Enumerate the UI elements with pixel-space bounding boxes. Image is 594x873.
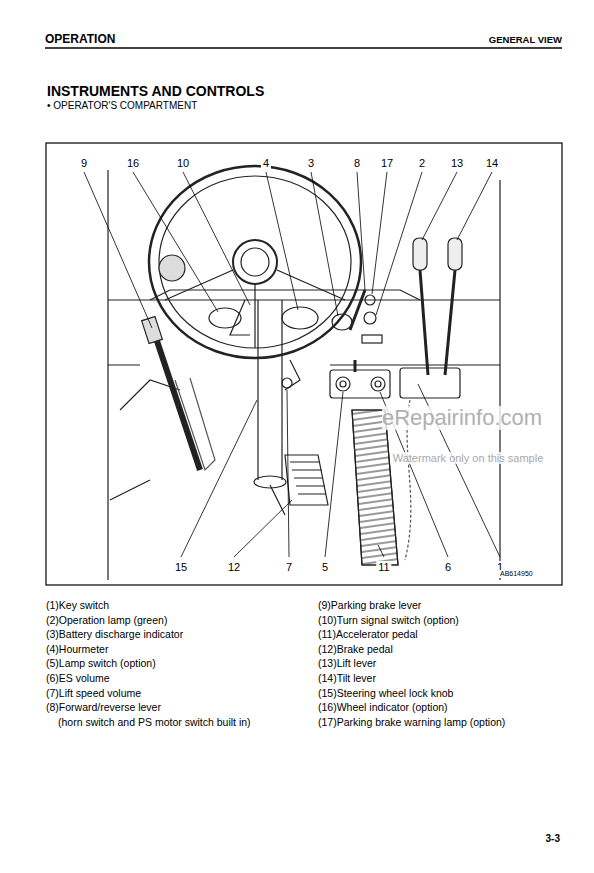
legend-item: (10)Turn signal switch (option) [318, 615, 459, 627]
watermark: eRepairinfo.com [382, 406, 542, 430]
header-rule [45, 47, 562, 49]
title: INSTRUMENTS AND CONTROLS [47, 84, 264, 99]
header-text: GENERAL VIEW [489, 35, 562, 45]
page-number: 3-3 [546, 833, 560, 844]
legend-item: (17)Parking brake warning lamp (option) [318, 717, 505, 729]
legend-item: (11)Accelerator pedal [318, 629, 418, 641]
callout-number: 8 [352, 157, 362, 169]
callout-number: 15 [173, 561, 189, 573]
callout-number: 7 [284, 561, 294, 573]
cab-parts [84, 166, 500, 580]
callout-number: 10 [175, 157, 191, 169]
callout-number: 16 [125, 157, 141, 169]
legend-item: (horn switch and PS motor switch built i… [58, 717, 251, 729]
callout-number: 3 [306, 157, 316, 169]
header-text: OPERATION [45, 33, 115, 46]
callout-number: 12 [226, 561, 242, 573]
callout-number: 14 [484, 157, 500, 169]
legend-item: (5)Lamp switch (option) [46, 658, 156, 670]
legend-item: (16)Wheel indicator (option) [318, 702, 448, 714]
legend-item: (14)Tilt lever [318, 673, 376, 685]
legend-item: (12)Brake pedal [318, 644, 393, 656]
legend-item: (3)Battery discharge indicator [46, 629, 183, 641]
watermark: Watermark only on this sample [393, 452, 544, 464]
callout-number: 5 [320, 561, 330, 573]
legend-item: (13)Lift lever [318, 658, 376, 670]
legend-item: (8)Forward/reverse lever [46, 702, 161, 714]
legend-item: (1)Key switch [46, 600, 109, 612]
legend-item: (15)Steering wheel lock knob [318, 688, 453, 700]
callout-number: 17 [379, 157, 395, 169]
callout-number: 6 [443, 561, 453, 573]
legend-item: (9)Parking brake lever [318, 600, 421, 612]
subtitle: • OPERATOR'S COMPARTMENT [47, 100, 197, 111]
legend-item: (4)Hourmeter [46, 644, 108, 656]
figure-code: AB614950 [498, 570, 535, 578]
legend-item: (7)Lift speed volume [46, 688, 141, 700]
callout-number: 4 [261, 157, 271, 169]
callout-number: 13 [449, 157, 465, 169]
callout-number: 2 [417, 157, 427, 169]
callout-number: 9 [79, 157, 89, 169]
legend-item: (6)ES volume [46, 673, 110, 685]
figure-frame [46, 143, 562, 585]
callout-number: 11 [376, 561, 391, 573]
legend-item: (2)Operation lamp (green) [46, 615, 167, 627]
